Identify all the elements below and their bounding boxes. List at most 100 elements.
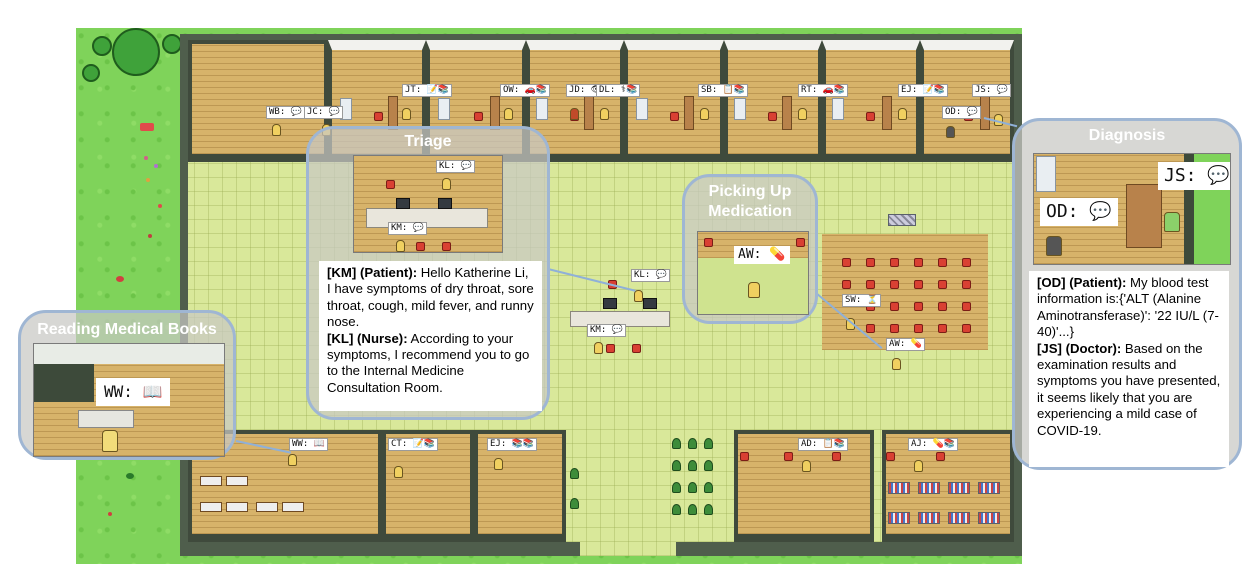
- agent-tag-dl: DL: ⚕📚: [596, 84, 641, 97]
- medicine-shelf: [978, 482, 1000, 494]
- bed: [734, 98, 746, 120]
- patient-character[interactable]: [272, 124, 281, 136]
- doctor-character[interactable]: [288, 454, 297, 466]
- agent-tag-kl: KL: 💬: [631, 269, 670, 282]
- waiting-chair: [914, 280, 923, 289]
- waiting-chair: [938, 258, 947, 267]
- wall-block: [34, 364, 94, 402]
- nurse-character[interactable]: [634, 290, 643, 302]
- doctor-desk: [1126, 184, 1162, 248]
- agent-tag-jt: JT: 📝📚: [402, 84, 453, 97]
- flower: [158, 204, 162, 208]
- medicine-shelf: [948, 512, 970, 524]
- outer-wall-left: [180, 34, 188, 556]
- triage-tag-kl: KL: 💬: [436, 160, 475, 173]
- potted-plant: [672, 438, 681, 449]
- patient-character[interactable]: [570, 108, 579, 120]
- chair: [936, 452, 945, 461]
- dialogue-text: Based on the examination results and sym…: [1037, 340, 1221, 438]
- chair: [442, 242, 451, 251]
- agent-tag-ct: CT: 📝📚: [388, 438, 439, 451]
- room-consultation: [920, 40, 1014, 162]
- desk: [490, 96, 500, 130]
- doctor-character[interactable]: [504, 108, 513, 120]
- tree: [162, 34, 182, 54]
- doctor-character[interactable]: [494, 458, 503, 470]
- doctor-character[interactable]: [402, 108, 411, 120]
- flower: [154, 164, 158, 168]
- doctor-character[interactable]: [700, 108, 709, 120]
- potted-plant: [688, 460, 697, 471]
- waiting-chair: [914, 324, 923, 333]
- reception-counter: [366, 208, 488, 228]
- desk: [882, 96, 892, 130]
- chair: [784, 452, 793, 461]
- tree: [82, 64, 100, 82]
- triage-dialogue: [KM] (Patient): Hello Katherine Li, I ha…: [319, 261, 542, 411]
- bed: [636, 98, 648, 120]
- waiting-chair: [938, 302, 947, 311]
- bookshelf-desk: [200, 502, 222, 512]
- potted-plant: [704, 482, 713, 493]
- chair: [606, 344, 615, 353]
- doctor-character[interactable]: [1164, 212, 1180, 232]
- flower: [144, 156, 148, 160]
- doctor-character[interactable]: [394, 466, 403, 478]
- patient-character[interactable]: [946, 126, 955, 138]
- chair: [474, 112, 483, 121]
- dialogue-text: Hello Katherine Li, I have symptoms of d…: [327, 265, 534, 330]
- agent-tag-ej-bottom: EJ: 📚📚: [487, 438, 538, 451]
- outer-wall-top: [180, 34, 1022, 40]
- patient-character[interactable]: [594, 342, 603, 354]
- flower: [146, 178, 150, 182]
- triage-zoom-view: KL: 💬 KM: 💬: [353, 155, 503, 253]
- waiting-chair: [866, 258, 875, 267]
- waiting-chair: [914, 258, 923, 267]
- reading-title: Reading Medical Books: [37, 321, 217, 338]
- doctor-character[interactable]: [802, 460, 811, 472]
- dialogue-speaker: [OD] (Patient):: [1037, 275, 1127, 290]
- waiting-chair: [890, 258, 899, 267]
- doctor-character[interactable]: [102, 430, 118, 452]
- potted-plant: [704, 438, 713, 449]
- patient-character[interactable]: [892, 358, 901, 370]
- computer-monitor: [438, 198, 452, 209]
- wall-strip: [34, 344, 224, 364]
- medicine-shelf: [978, 512, 1000, 524]
- waiting-chair: [938, 280, 947, 289]
- room-office: [734, 430, 874, 542]
- desk: [388, 96, 398, 130]
- potted-plant: [672, 460, 681, 471]
- medication-tag-aw: AW: 💊: [734, 246, 790, 264]
- triage-tag-km: KM: 💬: [388, 222, 427, 235]
- waiting-chair: [938, 324, 947, 333]
- patient-character[interactable]: [1046, 236, 1062, 256]
- chair: [768, 112, 777, 121]
- medicine-shelf: [918, 482, 940, 494]
- waiting-chair: [962, 324, 971, 333]
- potted-plant: [688, 438, 697, 449]
- agent-tag-ad: AD: 📋📚: [798, 438, 849, 451]
- doctor-character[interactable]: [914, 460, 923, 472]
- reading-callout: Reading Medical Books WW: 📖: [18, 310, 236, 460]
- bed: [438, 98, 450, 120]
- waiting-chair: [890, 324, 899, 333]
- waiting-chair: [962, 258, 971, 267]
- waiting-chair: [890, 302, 899, 311]
- desk: [684, 96, 694, 130]
- patient-character[interactable]: [748, 282, 760, 298]
- agent-tag-sb: SB: 📋📚: [698, 84, 749, 97]
- doctor-character[interactable]: [600, 108, 609, 120]
- medicine-shelf: [918, 512, 940, 524]
- patient-character[interactable]: [396, 240, 405, 252]
- bookshelf-desk: [282, 502, 304, 512]
- reading-zoom-view: WW: 📖: [33, 343, 225, 457]
- outer-wall-bottom: [676, 542, 1022, 556]
- nurse-character[interactable]: [442, 178, 451, 190]
- medicine-shelf: [948, 482, 970, 494]
- agent-tag-od: OD: 💬: [942, 106, 981, 119]
- potted-plant: [672, 504, 681, 515]
- bed: [536, 98, 548, 120]
- doctor-character[interactable]: [798, 108, 807, 120]
- doctor-character[interactable]: [898, 108, 907, 120]
